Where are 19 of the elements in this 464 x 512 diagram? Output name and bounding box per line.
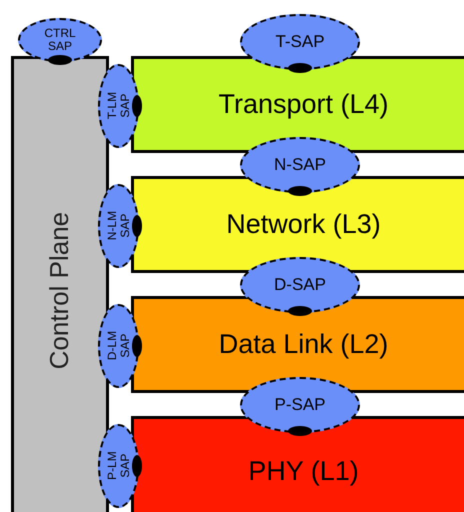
sap-label: CTRL SAP: [43, 27, 77, 53]
layer-box: [131, 416, 464, 512]
layer-label: PHY (L1): [248, 456, 359, 486]
sap-label: T-SAP: [275, 33, 325, 51]
layer-box: [131, 296, 464, 393]
sap-label: P-SAP: [274, 396, 326, 414]
sap-label: T-LM SAP: [106, 91, 132, 122]
layer-box: [131, 56, 464, 153]
layer-label: Data Link (L2): [218, 330, 388, 359]
sap-label: D-SAP: [274, 276, 326, 294]
sap-label: N-LM SAP: [106, 210, 132, 243]
layer-label: Network (L3): [226, 210, 381, 239]
sap-label: P-LM SAP: [106, 450, 132, 482]
layer-box: [131, 176, 464, 273]
control-plane-box: [11, 56, 109, 512]
sap-label: D-LM SAP: [106, 330, 132, 363]
layer-label: Control Plane: [46, 212, 74, 370]
layer-label: Transport (L4): [218, 90, 389, 119]
sap-label: N-SAP: [274, 156, 326, 174]
